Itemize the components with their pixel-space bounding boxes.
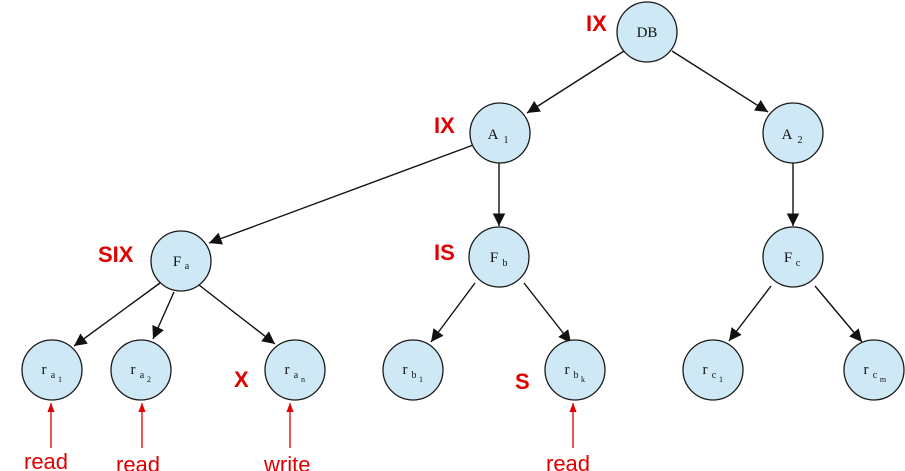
node-fc-label: F — [784, 250, 792, 266]
node-fc-sub: c — [796, 258, 801, 269]
edge-a1-fa — [208, 143, 477, 245]
node-fb: F b — [468, 226, 530, 288]
node-ra1-subsub: 1 — [58, 375, 62, 384]
node-rbk-subsub: k — [581, 375, 585, 384]
node-fa-sub: a — [185, 261, 190, 272]
node-rb1-subsub: 1 — [419, 375, 423, 384]
lock-label-a1: IX — [434, 113, 455, 138]
node-a2-label: A — [782, 127, 793, 143]
lock-label-rbk: S — [515, 369, 530, 394]
edge-fb-rb1 — [430, 282, 476, 343]
op-label-ra2: read — [116, 452, 160, 471]
node-a2-sub: 2 — [798, 135, 803, 146]
node-rc1-label: r — [703, 362, 708, 378]
node-rb1: r b 1 — [382, 339, 444, 401]
node-rbk-sub: b — [574, 370, 579, 381]
edge-fb-rbk — [523, 282, 572, 344]
node-fb-sub: b — [503, 258, 508, 269]
node-rbk-label: r — [565, 362, 570, 378]
lock-label-db: IX — [586, 11, 607, 36]
lock-label-fb: IS — [434, 240, 455, 265]
node-a2: A 2 — [762, 102, 824, 164]
node-fc: F c — [762, 226, 824, 288]
node-ran-subsub: n — [301, 375, 305, 384]
node-rcm-sub: c — [873, 370, 878, 381]
node-rcm-label: r — [864, 362, 869, 378]
node-ra2-label: r — [131, 362, 136, 378]
edge-db-a2 — [671, 50, 769, 113]
node-ran: r a n — [264, 339, 326, 401]
node-rb1-label: r — [403, 362, 408, 378]
lock-label-fa: SIX — [98, 242, 134, 267]
node-fa-label: F — [173, 254, 181, 270]
op-label-ran: write — [263, 452, 310, 471]
node-rcm-subsub: m — [880, 375, 887, 384]
node-rbk: r b k — [544, 339, 606, 401]
operation-arrows — [47, 403, 577, 448]
edge-fc-rc1 — [728, 285, 772, 342]
lock-labels: IX IX SIX IS X S — [98, 11, 607, 394]
node-a1-label: A — [488, 127, 499, 143]
node-ra1: r a 1 — [21, 339, 83, 401]
edge-fa-ra1 — [73, 282, 161, 347]
node-fa: F a — [150, 230, 212, 292]
node-rc1-sub: c — [712, 370, 717, 381]
edge-fc-rcm — [814, 285, 863, 343]
edges — [73, 50, 863, 347]
node-ra2: r a 2 — [110, 339, 172, 401]
node-rb1-sub: b — [412, 370, 417, 381]
node-ran-sub: a — [294, 370, 299, 381]
op-label-rbk: read — [546, 451, 590, 471]
node-db: DB — [616, 1, 678, 63]
op-label-ra1: read — [24, 449, 68, 471]
lock-label-ran: X — [234, 367, 249, 392]
node-fb-label: F — [490, 250, 498, 266]
operation-labels: read read write read — [24, 449, 590, 471]
node-rc1: r c 1 — [682, 339, 744, 401]
node-rcm: r c m — [843, 339, 905, 401]
node-ra1-label: r — [42, 362, 47, 378]
edge-fa-ran — [198, 284, 276, 345]
node-ra2-sub: a — [140, 370, 145, 381]
node-ran-label: r — [285, 362, 290, 378]
node-db-label: DB — [637, 25, 658, 41]
node-ra2-subsub: 2 — [147, 375, 151, 384]
node-a1-sub: 1 — [504, 135, 509, 146]
node-a1: A 1 — [469, 102, 531, 164]
node-ra1-sub: a — [51, 370, 56, 381]
node-rc1-subsub: 1 — [719, 375, 723, 384]
edge-fa-ra2 — [152, 291, 175, 340]
edge-db-a1 — [526, 50, 625, 114]
